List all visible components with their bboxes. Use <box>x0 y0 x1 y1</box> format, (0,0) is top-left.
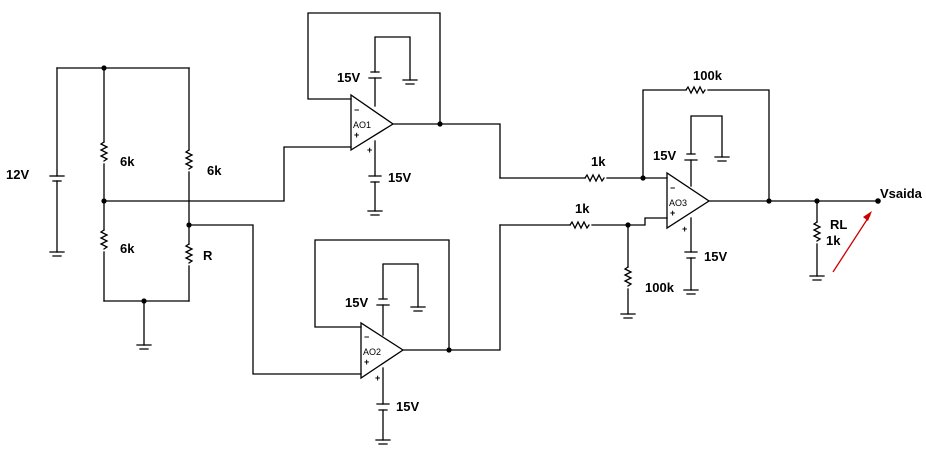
resistor-100k-ground-label: 100k <box>645 280 675 295</box>
ao3-vpos-battery <box>684 153 698 161</box>
resistor-r-label: R <box>203 248 213 263</box>
resistor-1k-in2 <box>569 220 590 230</box>
ao1-label: AO1 <box>353 120 371 130</box>
resistor-rl <box>812 221 822 242</box>
feedback-left-wire <box>642 89 687 179</box>
probe-arrow-head <box>863 211 872 221</box>
ao1-supply-plus: + <box>367 145 372 155</box>
ao2-vneg-label: 15V <box>396 399 419 414</box>
gnd-resistor-ground-symbol <box>620 313 636 319</box>
ao2-vpos-battery <box>376 298 390 306</box>
resistor-1k-in1-label: 1k <box>591 154 606 169</box>
resistor-100k-ground <box>623 266 633 287</box>
resistor-6k-bottom-left-label: 6k <box>120 241 135 256</box>
bridge-circuit: 12V 6k 6k 6k R <box>6 65 222 350</box>
op-amp-ao3: 1k 100k 1k AO3 − + 15V + 15 <box>499 68 881 319</box>
ao2-triangle <box>360 321 405 380</box>
battery-label: 12V <box>6 167 29 182</box>
ao2-feedback-wire <box>314 239 450 351</box>
ao2-vpos-label: 15V <box>345 295 368 310</box>
ao3-vneg-battery <box>684 251 698 259</box>
resistor-1k-in1 <box>584 173 605 183</box>
op-amp-ao1: AO1 − + 15V + 15V <box>103 12 501 216</box>
ao1-vneg-battery <box>368 175 382 183</box>
output-terminal <box>875 198 881 204</box>
junction-dot <box>141 298 147 304</box>
op-amp-ao2: AO2 − + 15V + 15V <box>188 224 501 445</box>
resistor-1k-in2-label: 1k <box>575 201 590 216</box>
ao2-label: AO2 <box>363 347 381 357</box>
ao1-output-wire <box>392 123 501 179</box>
ao3-noninv-wire <box>591 217 668 226</box>
rl-name-label: RL <box>830 217 847 232</box>
resistor-6k-top-left-label: 6k <box>120 154 135 169</box>
output-probe: Vsaida <box>832 186 923 273</box>
ao1-vpos-loop <box>374 36 411 81</box>
resistor-100k-feedback <box>685 85 706 95</box>
ao2-output-wire <box>402 224 501 351</box>
ao1-plus-sign: + <box>354 130 359 140</box>
ao3-plus-sign: + <box>670 208 675 218</box>
ao2-vpos-loop <box>382 263 419 308</box>
ao3-vpos-ground-symbol <box>714 156 730 162</box>
ao1-feedback-wire <box>307 12 441 125</box>
resistor-6k-top-right-label: 6k <box>207 163 222 178</box>
resistor-100k-feedback-label: 100k <box>693 68 723 83</box>
rl-ground-symbol <box>809 275 825 281</box>
resistor-6k-top-right <box>184 149 194 170</box>
bridge-ground-symbol <box>136 344 152 350</box>
resistor-6k-top-left <box>99 141 109 162</box>
resistor-r <box>184 243 194 264</box>
ao3-vpos-loop <box>690 115 723 158</box>
junction-dot <box>766 198 772 204</box>
ao3-supply-plus: + <box>682 224 687 234</box>
load-resistor-rl: RL 1k <box>809 200 847 281</box>
junction-dot <box>101 65 107 71</box>
ao3-triangle <box>666 171 711 230</box>
resistor-6k-bottom-left <box>99 229 109 250</box>
ao3-vpos-label: 15V <box>653 148 676 163</box>
ao1-input-wire <box>103 146 352 202</box>
ao2-vneg-battery <box>376 403 390 411</box>
feedback-right-wire <box>707 89 770 202</box>
ao1-vpos-ground-symbol <box>402 79 418 85</box>
rl-value-label: 1k <box>826 233 841 248</box>
ao1-vpos-battery <box>368 71 382 79</box>
ao3-vneg-label: 15V <box>704 249 727 264</box>
ao3-minus-sign: − <box>670 183 675 193</box>
battery-ground-symbol <box>49 251 65 257</box>
ao1-vneg-label: 15V <box>388 170 411 185</box>
ao2-supply-plus: + <box>375 373 380 383</box>
junction-dot <box>437 121 443 127</box>
probe-arrow-line <box>832 214 871 273</box>
ao3-label: AO3 <box>669 198 687 208</box>
ao2-minus-sign: − <box>364 332 369 342</box>
ao2-plus-sign: + <box>364 357 369 367</box>
ao1-vneg-ground-symbol <box>367 210 383 216</box>
ao2-input-wire <box>188 224 362 375</box>
ao2-vneg-ground-symbol <box>375 439 391 445</box>
junction-dot <box>446 347 452 353</box>
ao1-vpos-label: 15V <box>337 70 360 85</box>
ao1-triangle <box>350 93 395 152</box>
ao3-vneg-ground-symbol <box>683 289 699 295</box>
ao1-minus-sign: − <box>354 105 359 115</box>
ao2-vpos-ground-symbol <box>410 306 426 312</box>
output-label: Vsaida <box>880 186 923 201</box>
